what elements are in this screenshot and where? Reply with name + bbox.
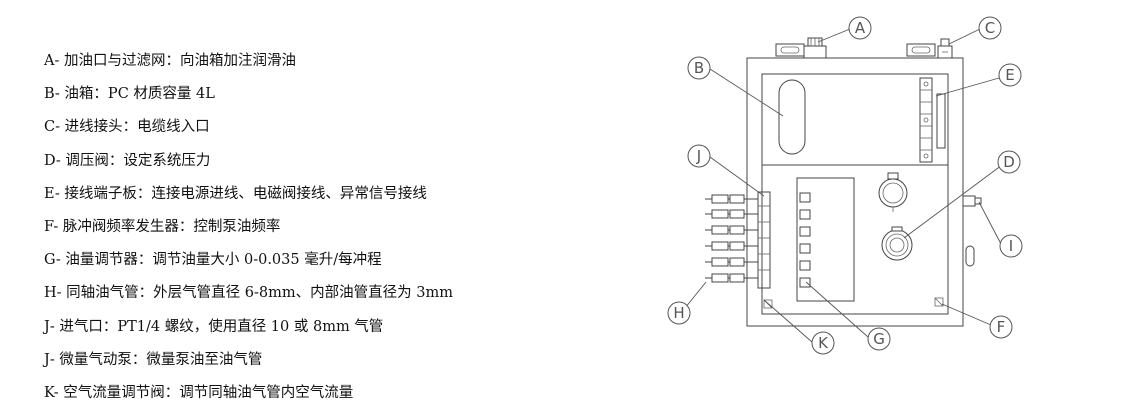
legend-item-e: E- 接线端子板：连接电源进线、电磁阀接线、异常信号接线 (44, 185, 427, 202)
callout-i: I (999, 234, 1023, 258)
callout-e-label: E (1005, 66, 1014, 84)
callout-h-label: H (673, 304, 684, 322)
callout-leaders (680, 28, 1003, 343)
callout-j-label: J (696, 147, 701, 165)
callout-d-label: D (1003, 153, 1015, 171)
cable-gland (937, 38, 953, 59)
legend-item-a: A- 加油口与过滤网：向油箱加注润滑油 (44, 53, 296, 69)
legend-item-b: B- 油箱：PC 材质容量 4L (44, 86, 215, 103)
legend-item-h: H- 同轴油气管：外层气管直径 6-8mm、内部油管直径为 3mm (44, 285, 453, 302)
oil-tank (778, 79, 806, 155)
callout-a: A (848, 16, 872, 40)
oil-filler-cap (803, 37, 827, 59)
legend-item-g: G- 油量调节器：调节油量大小 0-0.035 毫升/每冲程 (44, 252, 382, 269)
callout-g-label: G (873, 330, 885, 348)
callout-f: F (989, 315, 1013, 339)
legend-item-d: D- 调压阀：设定系统压力 (44, 152, 211, 169)
callout-c-label: C (985, 19, 995, 37)
micro-pump-block (757, 191, 771, 289)
legend-item-c: C- 进线接头：电缆线入口 (44, 119, 210, 136)
callout-d: D (997, 150, 1021, 174)
legend-item-j-inlet: J- 进气口：PT1/4 螺纹，使用直径 10 或 8mm 气管 (44, 318, 384, 335)
legend-item-j-pump: J- 微量气动泵：微量泵油至油气管 (44, 351, 263, 368)
legend-item-f: F- 脉冲阀频率发生器：控制泵油频率 (44, 218, 281, 235)
side-inlet-fitting (962, 195, 982, 267)
callout-c: C (978, 16, 1002, 40)
oil-volume-regulator (796, 177, 855, 302)
parts-legend: A- 加油口与过滤网：向油箱加注润滑油 B- 油箱：PC 材质容量 4L C- … (44, 49, 453, 414)
pressure-regulator (881, 226, 913, 261)
callout-a-label: A (855, 19, 866, 37)
callout-b: B (687, 56, 711, 80)
callout-h: H (667, 301, 691, 325)
coaxial-outlet-fittings (705, 194, 758, 283)
mounting-bracket-left (775, 43, 805, 57)
callout-j: J (687, 144, 711, 168)
callout-i-label: I (1009, 237, 1013, 255)
legend-item-k: K- 空气流量调节阀：调节同轴油气管内空气流量 (44, 384, 354, 401)
callout-f-label: F (997, 318, 1006, 336)
callout-e: E (998, 63, 1022, 87)
callout-k: K (811, 331, 835, 355)
callout-b-label: B (694, 59, 704, 77)
callout-k-label: K (818, 334, 829, 352)
mounting-bracket-right (906, 43, 936, 57)
callout-g: G (867, 327, 891, 351)
terminal-block (919, 77, 946, 163)
pressure-gauge (878, 172, 908, 212)
